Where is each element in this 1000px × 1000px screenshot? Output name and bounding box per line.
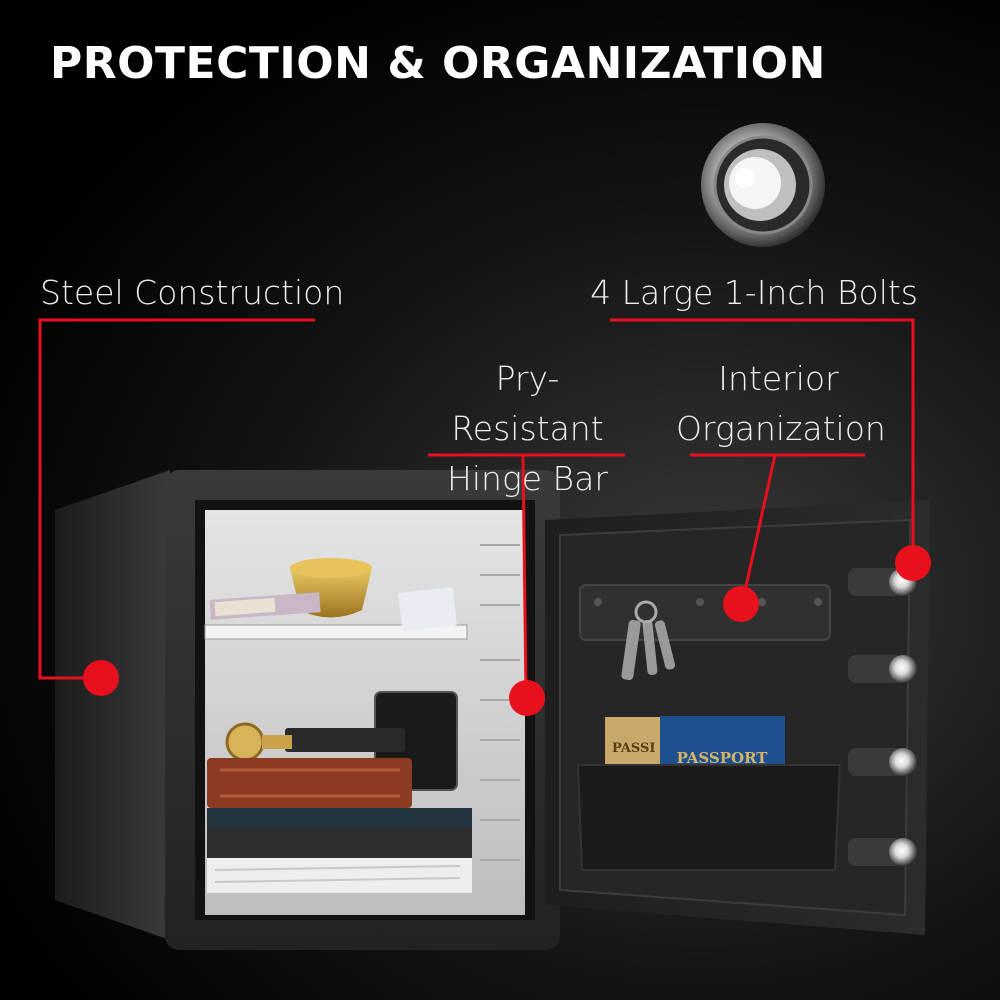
callout-dot-icon: [895, 545, 931, 581]
hinge-label-line1: Pry-Resistant: [451, 359, 604, 448]
hinge-label: Pry-Resistant Hinge Bar: [420, 354, 635, 504]
interior-label: Interior Organization: [676, 354, 886, 454]
passport-small-text: PASSI: [612, 741, 656, 756]
bolts-leader-line: [610, 318, 915, 563]
page-title: PROTECTION & ORGANIZATION: [50, 38, 826, 89]
callout-dot-icon: [509, 680, 545, 716]
callout-dot-icon: [723, 586, 759, 622]
steel-leader-line: [38, 318, 315, 680]
interior-leader-line: [741, 454, 777, 601]
bolt-closeup-icon: [701, 123, 825, 247]
safe-body: [55, 470, 560, 950]
hinge-leader-line: [521, 454, 528, 696]
safe-door: PASSI PASSPORT: [545, 500, 930, 935]
door-bolts: [848, 568, 917, 866]
callout-dot-icon: [83, 660, 119, 696]
steel-construction-label: Steel Construction: [40, 273, 345, 312]
bolts-label: 4 Large 1-Inch Bolts: [590, 273, 918, 312]
interior-label-line1: Interior: [718, 359, 839, 398]
passport-main-text: PASSPORT: [677, 749, 769, 767]
interior-label-line2: Organization: [676, 409, 886, 448]
hinge-label-line2: Hinge Bar: [447, 459, 608, 498]
